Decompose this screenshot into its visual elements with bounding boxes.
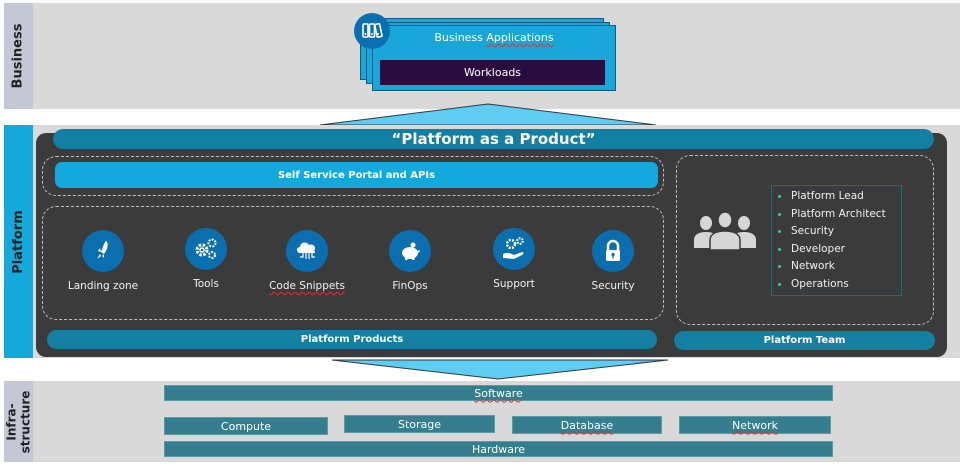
product-code-snippets[interactable]: Code Snippets [257,230,357,292]
team-role-label: Security [791,225,835,237]
team-roles-list: Platform Lead Platform Architect Securit… [771,185,902,296]
piggy-bank-icon [389,230,431,272]
workloads-label: Workloads [463,66,522,79]
people-group-icon [694,211,756,256]
cloud-icon [286,230,328,272]
infra-storage: Storage [344,415,495,433]
rocket-icon [82,230,124,272]
business-label-text: Business [10,23,26,89]
product-landing-zone[interactable]: Landing zone [53,230,153,292]
infra-database-label: Database [560,418,614,432]
platform-layer-label: Platform [4,125,33,358]
bullet-icon [778,195,781,199]
team-role: Operations [778,276,895,294]
infra-network-label: Network [732,418,778,432]
team-group [676,155,934,325]
app-title-word: Applications [486,31,554,44]
product-label: Landing zone [67,280,139,292]
platform-team-button[interactable]: Platform Team [674,331,935,350]
infra-database: Database [512,416,662,434]
platform-headline: “Platform as a Product” [391,130,596,148]
infra-label-line1: Infra- [4,402,19,441]
team-role-label: Network [791,260,835,272]
product-label: Tools [193,278,219,290]
hand-gears-icon [493,228,535,270]
app-title-prefix: Business [434,31,487,44]
team-role-label: Platform Architect [791,207,886,220]
product-label: Support [493,278,535,290]
infra-hardware: Hardware [164,441,833,457]
platform-as-a-product-banner: “Platform as a Product” [53,129,934,149]
team-role-label: Developer [791,242,846,255]
business-applications-title: Business Applications [373,31,615,44]
bullet-icon [778,230,781,234]
product-finops[interactable]: FinOps [360,230,460,292]
self-service-portal-button[interactable]: Self Service Portal and APIs [55,162,658,188]
self-service-portal-label: Self Service Portal and APIs [277,169,436,181]
lock-icon [592,230,634,272]
platform-products-label: Platform Products [300,334,404,345]
arrow-platform-to-business [319,103,657,126]
infra-software-label: Software [474,386,523,400]
team-role: Developer [778,241,895,259]
infra-storage-label: Storage [397,417,442,431]
team-role: Platform Architect [778,206,895,224]
team-role: Security [778,223,895,241]
infrastructure-layer-label: Infra-structure [4,381,33,462]
products-group [42,206,664,320]
product-tools[interactable]: Tools [156,228,256,290]
team-role: Network [778,258,895,276]
binders-icon [354,13,390,49]
platform-products-button[interactable]: Platform Products [47,330,657,349]
portal-group [42,156,664,196]
infra-compute: Compute [164,417,328,435]
workloads-box: Workloads [380,60,605,85]
arrow-platform-to-infrastructure [331,359,669,380]
infrastructure-label-text: Infra-structure [5,390,33,453]
code-snippets-text: Code Snippets [269,280,345,292]
infra-hardware-label: Hardware [471,442,526,456]
team-role: Platform Lead [778,188,895,206]
infra-label-line2: structure [18,390,33,453]
bullet-icon [778,282,781,286]
team-role-label: Platform Lead [791,190,864,202]
platform-label-text: Platform [10,209,26,274]
team-role-label: Operations [791,277,849,290]
product-label: Security [591,280,635,292]
bullet-icon [778,247,781,251]
business-layer-label: Business [4,3,33,109]
infra-compute-label: Compute [220,419,272,433]
product-support[interactable]: Support [464,228,564,290]
bullet-icon [778,265,781,269]
infra-network: Network [679,416,831,434]
bullet-icon [778,212,781,216]
platform-team-label: Platform Team [763,335,846,346]
gears-icon [185,228,227,270]
product-label: Code Snippets [269,280,345,292]
product-security[interactable]: Security [563,230,663,292]
infra-software: Software [164,385,833,401]
product-label: FinOps [392,280,428,292]
